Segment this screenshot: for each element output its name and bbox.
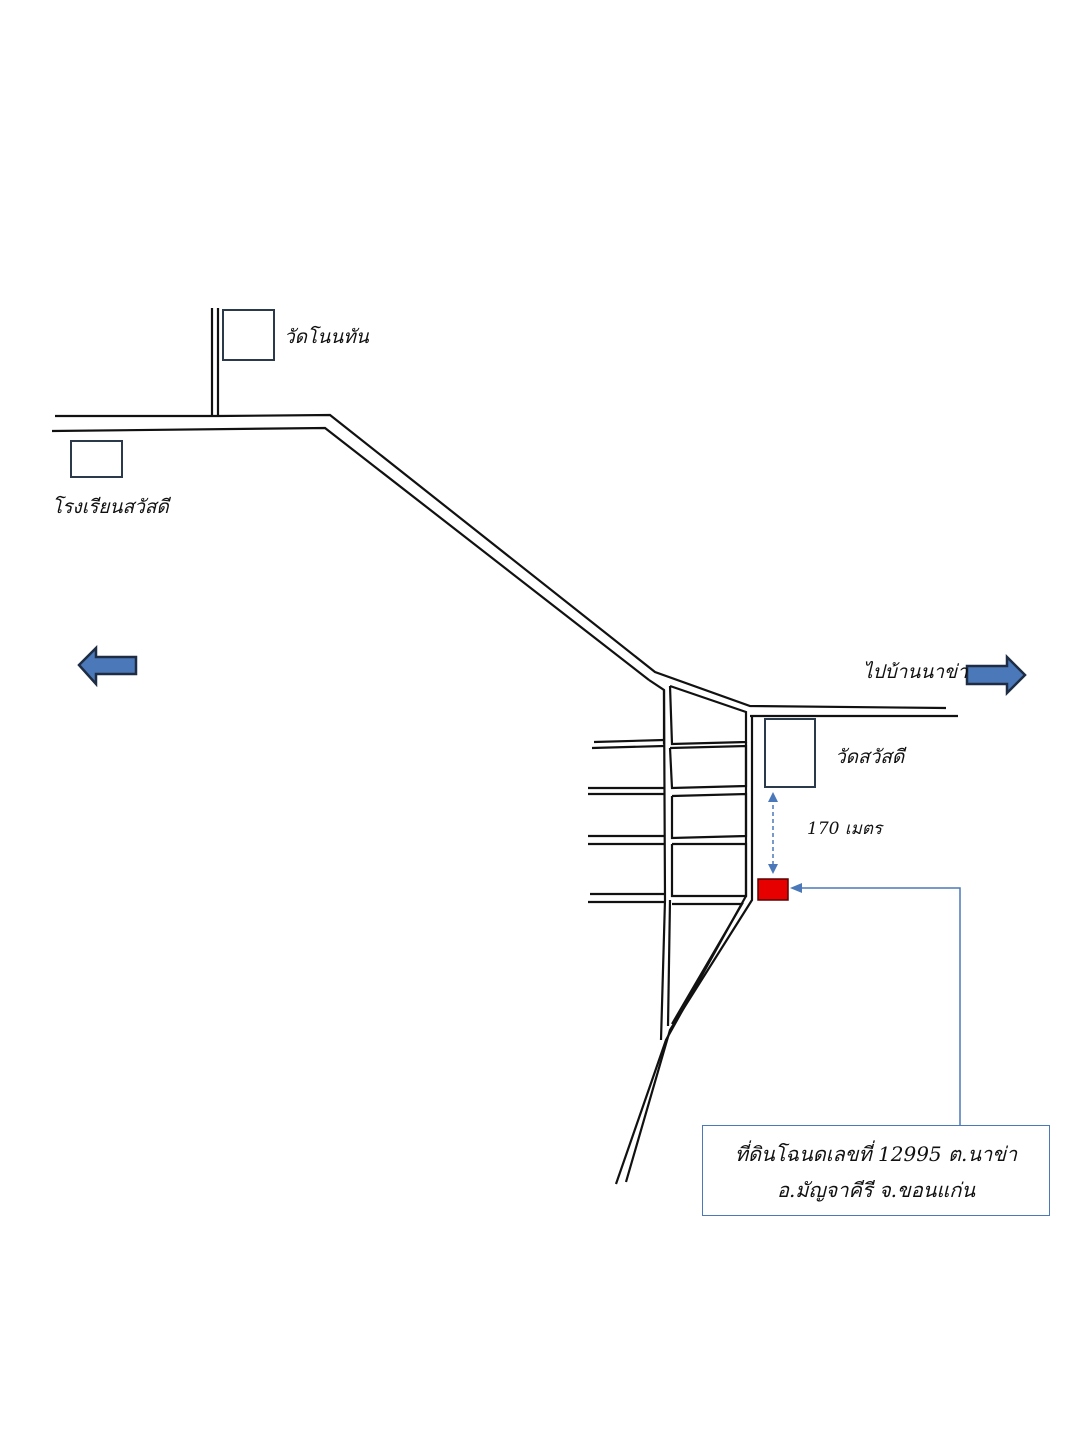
label-distance: 170 เมตร [807, 819, 883, 839]
grid-street-left-inner [666, 899, 672, 1027]
distance-arrowhead-up [768, 792, 778, 802]
wat-non-than-building [222, 309, 275, 361]
callout-leader-arrowhead [790, 883, 802, 893]
callout-line-2: อ.มัญจาคีรี จ.ขอนแก่น [776, 1178, 976, 1202]
south-road-left-outer [614, 742, 748, 1185]
distance-arrowhead-down [768, 864, 778, 874]
inner-corner-left [648, 679, 666, 744]
grid-street-left [659, 689, 667, 1041]
land-plot-marker [757, 878, 789, 901]
callout-leader-line [800, 887, 961, 1125]
arrow-left-icon [77, 644, 138, 688]
school-building [70, 440, 123, 478]
main-road-upper [55, 413, 947, 710]
block-3 [670, 792, 748, 840]
south-road-right [624, 716, 754, 1183]
block-1 [668, 684, 748, 746]
main-road-lower [51, 426, 650, 681]
label-to-ban-na-kha: ไปบ้านนาข่า [863, 661, 968, 683]
side-street-1b [591, 744, 665, 750]
callout-line-1: ที่ดินโฉนดเลขที่ 12995 ต.นาข่า [734, 1142, 1018, 1166]
block-4 [670, 842, 748, 898]
land-deed-callout: ที่ดินโฉนดเลขที่ 12995 ต.นาข่า อ.มัญจาคี… [702, 1125, 1050, 1216]
wat-sawatdi-building [764, 718, 816, 788]
arrow-right-icon [965, 653, 1027, 697]
label-school: โรงเรียนสวัสดี [52, 496, 169, 518]
side-street-1a [593, 738, 665, 744]
block-5-triangle [671, 902, 744, 1025]
label-wat-non-than: วัดโนนทัน [284, 326, 369, 348]
label-wat-sawatdi: วัดสวัสดี [835, 746, 905, 768]
block-2 [668, 744, 748, 790]
